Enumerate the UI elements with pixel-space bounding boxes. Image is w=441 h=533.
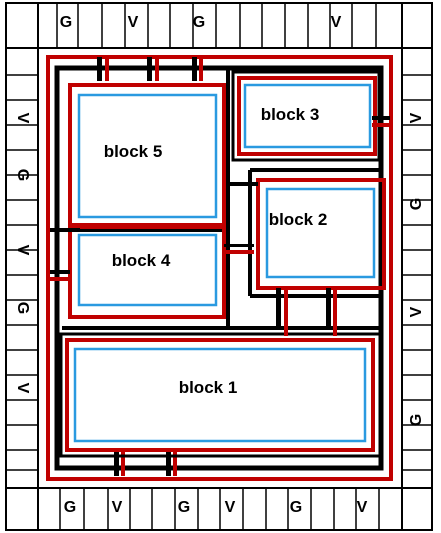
block-1-label: block 1 <box>179 378 238 397</box>
pad-left-2: G <box>14 169 31 181</box>
block-4-label: block 4 <box>112 251 171 270</box>
pad-bottom-6: V <box>357 499 368 516</box>
block-5: block 5 <box>68 83 226 229</box>
pad-bottom-2: V <box>112 499 123 516</box>
core-power-rings <box>46 55 393 481</box>
bottom-stubs <box>114 452 177 476</box>
block-4: block 4 <box>68 223 226 319</box>
block-5-label: block 5 <box>104 142 163 161</box>
block-1: block 1 <box>59 332 383 458</box>
block-2-label: block 2 <box>269 210 328 229</box>
pad-labels-right: V G V G <box>408 112 425 426</box>
pad-labels-left: V G V G V <box>14 113 31 394</box>
pad-right-2: G <box>408 198 425 210</box>
pad-left-4: G <box>14 302 31 314</box>
pad-left-3: V <box>14 245 31 256</box>
outer-ring-black <box>54 65 384 471</box>
pad-right-4: G <box>408 414 425 426</box>
outer-ring-red <box>46 55 393 481</box>
pad-labels-top: G V G V <box>60 14 342 31</box>
connectors <box>50 116 390 336</box>
pad-top-2: V <box>128 14 139 31</box>
pad-top-1: G <box>60 14 72 31</box>
pad-top-3: G <box>193 14 205 31</box>
pad-top-4: V <box>331 14 342 31</box>
pad-right-3: V <box>408 306 425 317</box>
block-2: block 2 <box>256 178 386 290</box>
pad-cells <box>6 3 432 530</box>
block-3-label: block 3 <box>261 105 320 124</box>
pad-left-5: V <box>14 383 31 394</box>
pad-left-1: V <box>14 113 31 124</box>
pad-labels-bottom: G V G V G V <box>64 499 368 516</box>
pad-bottom-4: V <box>225 499 236 516</box>
pad-bottom-5: G <box>290 499 302 516</box>
internal-routing <box>62 70 381 330</box>
pad-bottom-1: G <box>64 499 76 516</box>
top-stubs <box>97 57 203 81</box>
pad-bottom-3: G <box>178 499 190 516</box>
block-3: block 3 <box>231 70 381 162</box>
pad-right-1: V <box>408 112 425 123</box>
